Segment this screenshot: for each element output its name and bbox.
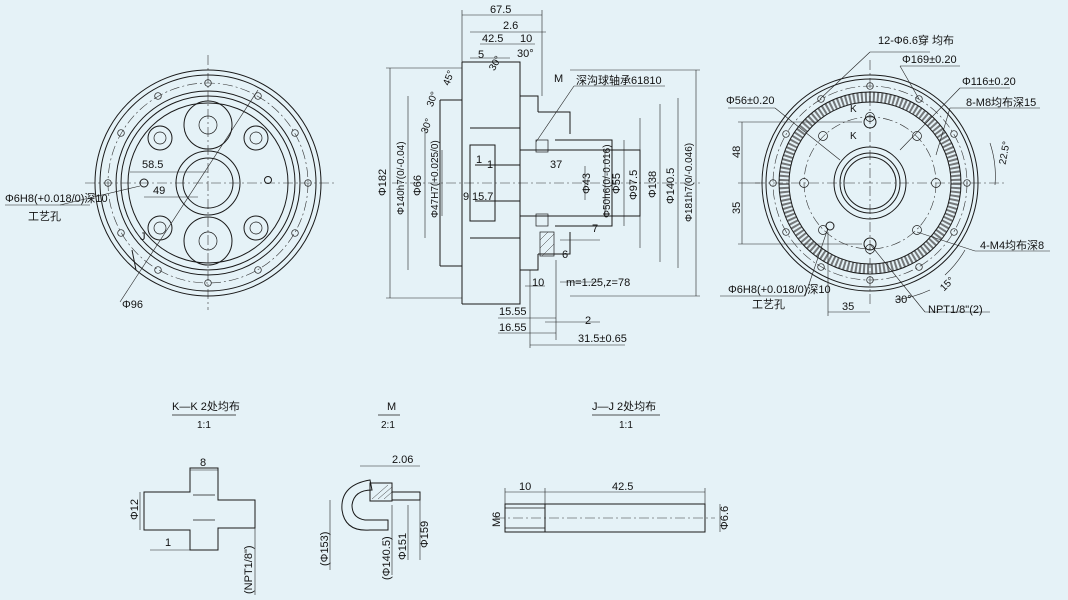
side-dim-15-7: 15.7 — [472, 191, 493, 203]
bolt-hole-ring — [104, 79, 312, 287]
detail-m: M 2:1 2.06 (Φ153) (Φ140.5) Φ151 Φ159 — [319, 401, 431, 580]
right-dim-d116: Φ116±0.20 — [962, 76, 1016, 88]
side-bearing-label: 深沟球轴承61810 — [576, 73, 662, 87]
detail-kk-scale: 1:1 — [197, 420, 211, 431]
side-dim-d182: Φ182 — [377, 169, 389, 196]
detail-jj-m6: M6 — [491, 512, 503, 527]
front-hole-callout: Φ6H8(+0.018/0)深10 — [5, 192, 108, 205]
side-dim-d140h7: Φ140h7(0/-0.04) — [396, 141, 407, 215]
side-dim-d66: Φ66 — [412, 175, 424, 196]
m8-hole-ring — [799, 112, 941, 254]
detail-jj-dim-d6-6: Φ6.6 — [719, 506, 731, 530]
right-holes-12: 12-Φ6.6穿 均布 — [878, 33, 954, 47]
side-dim-9: 9 — [463, 191, 469, 203]
side-dim-d181h7: Φ181h7(0/-0.046) — [684, 143, 695, 222]
right-angle-30: 30° — [895, 294, 912, 306]
side-dim-d140-5: Φ140.5 — [665, 168, 677, 204]
detail-m-scale: 2:1 — [381, 420, 395, 431]
detail-kk-title: K—K 2处均布 — [172, 400, 240, 413]
side-gear-spec: m=1.25,z=78 — [566, 277, 630, 289]
front-dim-96: Φ96 — [122, 299, 143, 311]
side-dim-37: 37 — [550, 159, 562, 171]
detail-j-j: J—J 2处均布 1:1 10 42.5 M6 Φ6.6 — [491, 400, 731, 533]
side-angle-30-d: 30° — [420, 117, 436, 135]
side-m-mark: M — [554, 73, 563, 85]
side-dim-67-5: 67.5 — [490, 4, 511, 16]
side-dim-d97-5: Φ97.5 — [628, 170, 640, 200]
right-k-mark-2: K — [850, 131, 857, 142]
right-hole-callout: Φ6H8(+0.018/0)深10 — [728, 283, 831, 296]
detail-m-dim-d159: Φ159 — [419, 521, 431, 548]
side-dim-d43: Φ43 — [581, 173, 593, 194]
right-k-mark-1: K — [850, 104, 857, 115]
right-process-hole: 工艺孔 — [752, 298, 785, 311]
detail-jj-dim-10: 10 — [519, 481, 531, 493]
right-dim-35-h: 35 — [842, 301, 854, 313]
detail-m-dim-d140-5: (Φ140.5) — [381, 536, 393, 580]
side-angle-30-b: 30° — [487, 54, 504, 73]
detail-m-dim-d151: Φ151 — [397, 533, 409, 560]
detail-kk-dim-1: 1 — [165, 537, 171, 549]
right-end-view: 12-Φ6.6穿 均布 Φ169±0.20 Φ116±0.20 Φ56±0.20… — [720, 33, 1050, 316]
front-dim-58-5: 58.5 — [142, 159, 163, 171]
side-dim-d55: Φ55 — [611, 173, 623, 194]
side-dim-1-b: 1 — [487, 159, 493, 171]
detail-m-dim-d153: (Φ153) — [319, 532, 331, 566]
right-dim-48: 48 — [731, 146, 743, 158]
right-m4-callout: 4-M4均布深8 — [980, 239, 1044, 252]
right-angle-15: 15° — [938, 275, 956, 293]
front-j-mark: J — [140, 231, 146, 243]
side-dim-2-6: 2.6 — [503, 20, 518, 32]
side-dim-2: 2 — [585, 315, 591, 327]
front-dim-49: 49 — [153, 185, 165, 197]
detail-jj-scale: 1:1 — [619, 420, 633, 431]
side-dim-d50h6: Φ50h6(0/-0.016) — [602, 144, 613, 218]
side-angle-30-a: 30° — [517, 48, 534, 60]
right-dim-d169: Φ169±0.20 — [902, 54, 957, 66]
side-angle-45: 45° — [442, 69, 458, 87]
right-dim-35-v: 35 — [731, 202, 743, 214]
side-dim-15-55: 15.55 — [499, 306, 527, 318]
right-angle-22-5: 22.5° — [998, 141, 1013, 166]
detail-k-k: K—K 2处均布 1:1 8 Φ12 1 (NPT1/8") — [129, 400, 256, 595]
side-dim-d138: Φ138 — [647, 171, 659, 198]
side-dim-10: 10 — [520, 33, 532, 45]
side-section-view: 67.5 2.6 42.5 10 5 30° 30° 45° 30° 30° M… — [377, 4, 700, 348]
side-dim-31-5: 31.5±0.65 — [578, 333, 627, 345]
front-process-hole: 工艺孔 — [28, 210, 61, 223]
right-m8-callout: 8-M8均布深15 — [966, 96, 1036, 109]
detail-m-title: M — [387, 401, 396, 413]
detail-jj-title: J—J 2处均布 — [592, 400, 656, 413]
detail-jj-dim-42-5: 42.5 — [612, 481, 633, 493]
side-dim-16-55: 16.55 — [499, 322, 527, 334]
detail-kk-npt: (NPT1/8") — [243, 545, 255, 594]
through-hole-ring — [769, 82, 971, 284]
right-dim-d56: Φ56±0.20 — [726, 95, 774, 107]
side-dim-42-5: 42.5 — [482, 33, 503, 45]
side-dim-1-a: 1 — [476, 154, 482, 166]
detail-kk-dim-8: 8 — [200, 457, 206, 469]
side-angle-30-c: 30° — [425, 90, 441, 108]
side-dim-d47h7: Φ47H7(+0.025/0) — [430, 140, 441, 218]
side-dim-10-b: 10 — [532, 277, 544, 289]
side-dim-7: 7 — [592, 223, 598, 235]
detail-m-dim-2-06: 2.06 — [392, 454, 413, 466]
right-npt-label: NPT1/8"(2) — [928, 304, 983, 316]
front-view: 58.5 49 Φ6H8(+0.018/0)深10 工艺孔 Φ96 J — [5, 55, 335, 311]
side-dim-5: 5 — [478, 49, 484, 61]
side-dim-6: 6 — [562, 249, 568, 261]
detail-kk-dim-d12: Φ12 — [129, 499, 141, 520]
